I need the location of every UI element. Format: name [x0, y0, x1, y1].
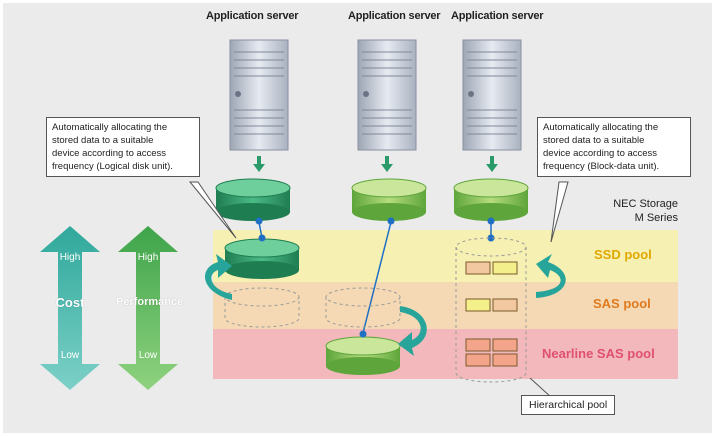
series-line-2: M Series: [634, 212, 678, 224]
callout-left-line: device according to access: [52, 148, 167, 159]
callout-right: Automatically allocating the stored data…: [537, 117, 691, 177]
nearline-pool-label: Nearline SAS pool: [542, 346, 655, 361]
ssd-pool-label: SSD pool: [594, 247, 652, 262]
server-3: [462, 39, 522, 151]
down-arrow-icons: [253, 156, 498, 172]
cost-label: Cost: [55, 295, 85, 310]
server-2: [357, 39, 417, 151]
performance-label: Performance: [116, 296, 184, 308]
hierarchical-pool-cylinder: [455, 237, 527, 383]
callout-right-line: stored data to a suitable: [543, 135, 645, 146]
callout-left-line: stored data to a suitable: [52, 135, 154, 146]
callout-right-line: Automatically allocating the: [543, 122, 659, 133]
performance-arrow: [118, 226, 178, 390]
virtual-disk-1: [215, 178, 291, 221]
callout-left: Automatically allocating the stored data…: [46, 117, 200, 177]
right-callout-pointer: [550, 181, 569, 243]
callout-right-line: frequency (Block-data unit).: [543, 161, 660, 172]
series-line-1: NEC Storage: [613, 198, 678, 210]
data-blocks: [465, 261, 518, 367]
hier-pointer: [529, 377, 553, 399]
sas-band: [213, 282, 678, 329]
callout-left-line: Automatically allocating the: [52, 122, 168, 133]
server-label-2: Application server: [348, 10, 441, 22]
cost-high: High: [59, 252, 81, 263]
performance-high: High: [137, 252, 159, 263]
nearline-disk: [325, 336, 401, 375]
performance-low: Low: [138, 350, 158, 361]
server-label-3: Application server: [451, 10, 544, 22]
nearline-band: [213, 329, 678, 379]
callout-left-line: frequency (Logical disk unit).: [52, 161, 173, 172]
server-label-1: Application server: [206, 10, 299, 22]
ssd-disk: [224, 238, 300, 279]
link-dots: [255, 217, 495, 338]
cost-arrow: [40, 226, 100, 390]
sas-pool-label: SAS pool: [593, 296, 651, 311]
storage-series-label: NEC Storage M Series: [600, 197, 678, 225]
left-callout-pointer: [188, 181, 237, 239]
virtual-disk-3: [453, 178, 529, 221]
movement-arrows: [205, 254, 566, 356]
cost-low: Low: [60, 350, 80, 361]
hierarchical-pool-label: Hierarchical pool: [521, 395, 616, 415]
server-1: [229, 39, 289, 151]
callout-right-line: device according to access: [543, 148, 658, 159]
virtual-disk-2: [351, 178, 427, 221]
